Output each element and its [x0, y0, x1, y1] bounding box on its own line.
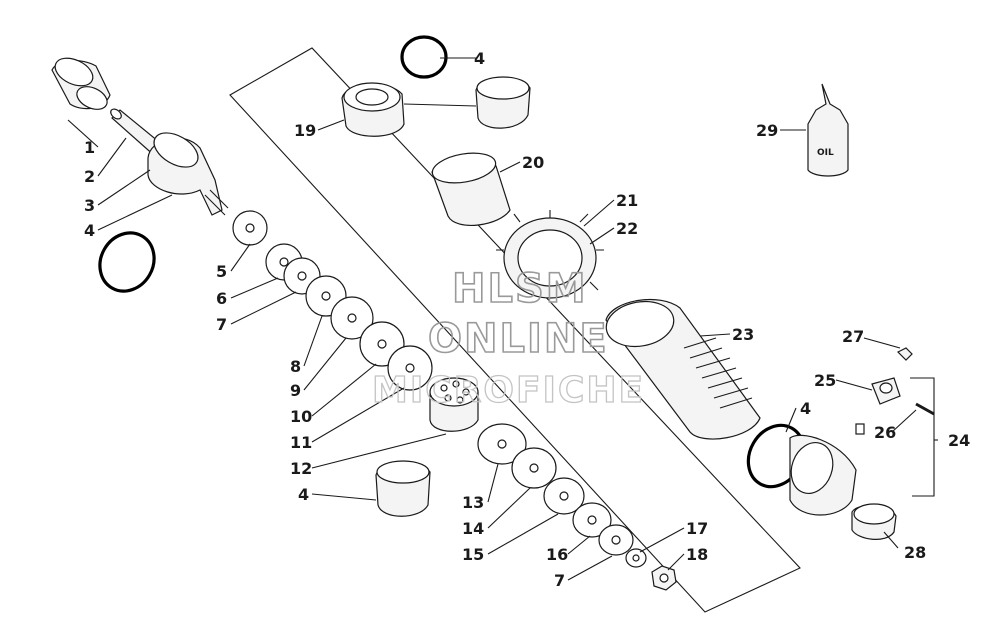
callout-27: 27 — [842, 327, 864, 346]
part-4-band-lower — [375, 460, 431, 517]
callout-19: 19 — [294, 121, 316, 140]
callout-4: 4 — [474, 49, 485, 68]
reservoir-assembly — [789, 434, 857, 516]
callout-23: 23 — [732, 325, 754, 344]
watermark-line-2: ONLINE — [428, 316, 609, 362]
callout-14: 14 — [462, 519, 484, 538]
oil-bottle-label: OIL — [817, 148, 834, 158]
callout-15: 15 — [462, 545, 484, 564]
part-25-valve-core — [855, 423, 865, 435]
part-26-pin — [915, 402, 935, 416]
callout-8: 8 — [290, 357, 301, 376]
callout-10: 10 — [290, 407, 312, 426]
shim-stack-lower — [477, 423, 634, 556]
part-25-valve-body — [871, 377, 901, 405]
callout-4: 4 — [298, 485, 309, 504]
part-4-band-top — [475, 76, 531, 129]
callout-2: 2 — [84, 167, 95, 186]
callout-17: 17 — [686, 519, 708, 538]
callout-29: 29 — [756, 121, 778, 140]
part-21-22-spring-collar — [496, 210, 604, 299]
part-18-nut — [651, 565, 677, 591]
exploded-group-outline — [229, 47, 801, 613]
callout-6: 6 — [216, 289, 227, 308]
callout-4: 4 — [84, 221, 95, 240]
part-4-oring-top — [400, 35, 448, 79]
callout-9: 9 — [290, 381, 301, 400]
part-3-end-cap — [147, 132, 229, 216]
watermark: HLSM ONLINE MICROFICHE — [371, 265, 645, 411]
part-23-shock-body — [605, 298, 761, 440]
part-19-seal-head — [341, 82, 405, 137]
callout-1: 1 — [84, 138, 95, 157]
callout-22: 22 — [616, 219, 638, 238]
callout-25: 25 — [814, 371, 836, 390]
part-1-bushing — [51, 57, 111, 110]
part-12-piston — [429, 377, 479, 432]
part-20-sleeve — [431, 152, 511, 227]
part-24-bracket — [910, 377, 935, 497]
callout-3: 3 — [84, 196, 95, 215]
part-28-bushing — [851, 503, 897, 540]
callout-16: 16 — [546, 545, 568, 564]
callout-21: 21 — [616, 191, 638, 210]
callout-20: 20 — [522, 153, 544, 172]
part-29-oil-bottle: OIL — [807, 83, 849, 177]
callout-7: 7 — [554, 571, 565, 590]
part-4-oring-left — [98, 231, 156, 293]
watermark-line-3: MICROFICHE — [372, 370, 645, 411]
callout-28: 28 — [904, 543, 926, 562]
callout-26: 26 — [874, 423, 896, 442]
callout-labels: 1 2 3 4 4 4 4 5 6 7 7 8 9 10 11 12 13 14… — [84, 49, 970, 590]
callout-4: 4 — [800, 399, 811, 418]
callout-7: 7 — [216, 315, 227, 334]
callout-18: 18 — [686, 545, 708, 564]
callout-11: 11 — [290, 433, 312, 452]
callout-13: 13 — [462, 493, 484, 512]
callout-5: 5 — [216, 262, 227, 281]
callout-24: 24 — [948, 431, 970, 450]
part-17-washer — [625, 548, 647, 568]
part-27-cap — [896, 347, 913, 361]
callout-12: 12 — [290, 459, 312, 478]
shim-stack-upper — [232, 210, 433, 391]
leader-lines — [67, 57, 938, 581]
watermark-line-1: HLSM — [452, 266, 588, 312]
